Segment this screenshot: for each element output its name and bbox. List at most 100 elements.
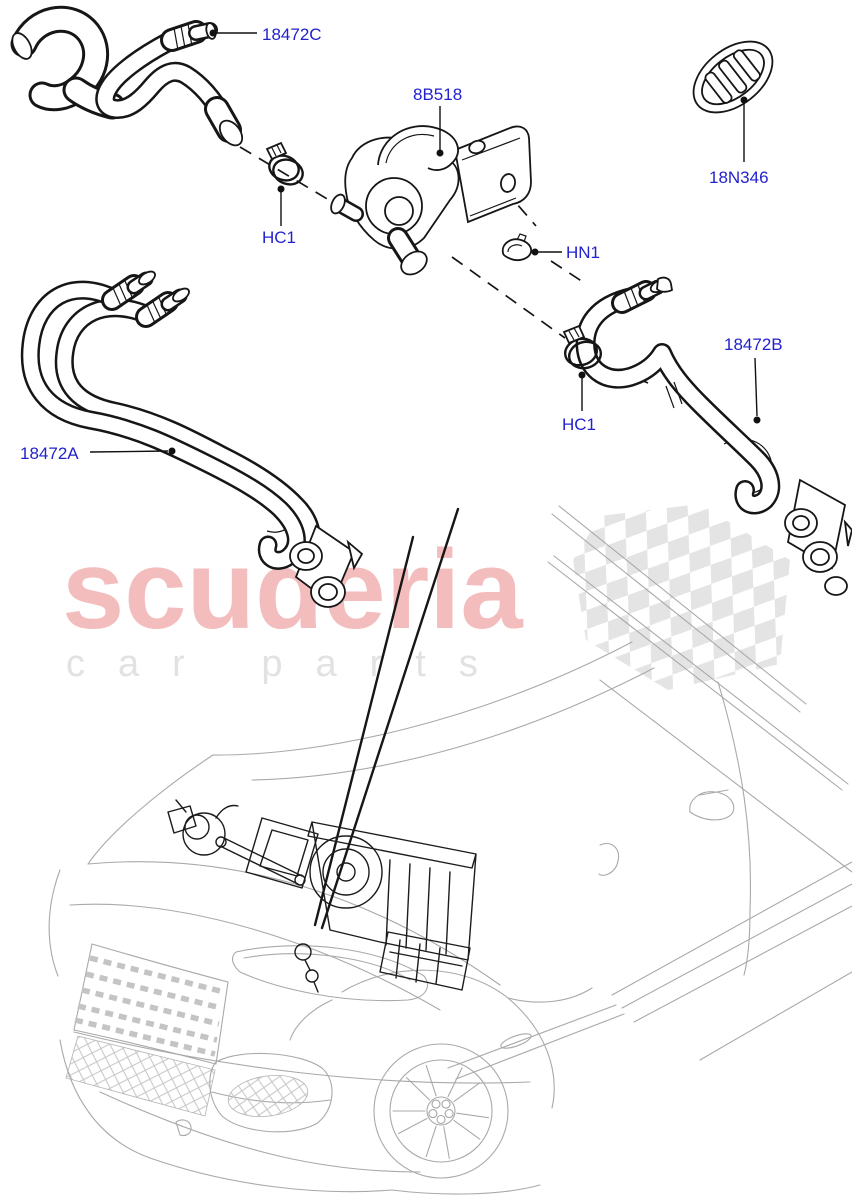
- lug: [428, 1109, 438, 1119]
- clamp-band: [272, 158, 304, 186]
- end-unit-tab: [346, 539, 364, 571]
- fitting-tab: [656, 276, 673, 293]
- leader-dot: [168, 447, 176, 455]
- elbow-open-end: [11, 32, 33, 60]
- lug: [444, 1109, 454, 1119]
- drain-fittings: [304, 959, 319, 993]
- vehicle-art: [48, 505, 852, 1195]
- aux-pump: [182, 812, 226, 856]
- left-port-open-end: [330, 193, 346, 215]
- callout-18472B: 18472B: [724, 335, 783, 424]
- hvac-unit-art: [167, 507, 477, 993]
- leader-dot: [740, 96, 748, 104]
- pipe-port-inner: [792, 515, 810, 531]
- wheel-spokes: [392, 1064, 490, 1159]
- arm-joint: [294, 874, 306, 886]
- clamp-band: [567, 340, 603, 370]
- callout-HC1-lower: HC1: [562, 371, 596, 434]
- bumper-lines: [59, 1031, 541, 1195]
- part-code-HN1[interactable]: HN1: [566, 243, 600, 262]
- tow-eye-detail: [175, 1119, 192, 1137]
- leader-dot: [753, 416, 761, 424]
- tire: [373, 1043, 509, 1179]
- main-tube-fill: [97, 34, 232, 126]
- screw-slots: [271, 144, 282, 157]
- elbow-fill: [13, 8, 107, 109]
- assembly-dashed-lines: [239, 146, 649, 384]
- pipe-port-inner: [318, 583, 338, 601]
- callout-18472A: 18472A: [20, 444, 176, 463]
- clamp-screw-housing: [265, 141, 288, 161]
- screw-slots: [568, 327, 580, 341]
- part-hose-18472A: [20, 270, 364, 608]
- part-clip-HN1: [501, 233, 533, 262]
- part-hose-18472B: [575, 276, 852, 596]
- blower-inner: [322, 848, 370, 896]
- sill-lines: [447, 861, 852, 1080]
- part-clamp-HC1-upper: [265, 141, 304, 186]
- fitting1-cap: [138, 270, 156, 286]
- part-grommet-18N346: [692, 40, 774, 114]
- belt-and-door-lines: [599, 679, 852, 976]
- location-pointer-lines: [313, 507, 460, 930]
- duct-ring: [245, 817, 319, 889]
- part-code-8B518[interactable]: 8B518: [413, 85, 462, 104]
- part-code-18472B[interactable]: 18472B: [724, 335, 783, 354]
- leader-dot: [578, 371, 586, 379]
- bracket-slot: [500, 173, 516, 193]
- lug: [441, 1099, 451, 1109]
- callout-18472C: 18472C: [209, 25, 322, 44]
- clip-body: [501, 238, 533, 262]
- lug: [436, 1114, 446, 1125]
- hvac-lower-frame: [379, 931, 471, 991]
- grille-outline: [73, 943, 229, 1065]
- arm-joint: [215, 836, 227, 848]
- pipe-port-inner: [810, 548, 830, 566]
- part-clamp-HC1-lower: [562, 324, 603, 370]
- leader-line: [754, 357, 758, 417]
- top-strap: [377, 125, 459, 171]
- sill-trim-detail: [500, 1033, 532, 1049]
- part-code-HC1[interactable]: HC1: [562, 415, 596, 434]
- tube-fill: [578, 289, 778, 512]
- leader-dot: [436, 149, 444, 157]
- wheel-hub: [426, 1096, 456, 1126]
- callout-HN1: HN1: [531, 243, 600, 262]
- strap-inner-line: [385, 133, 435, 164]
- bottom-port-open-end: [400, 250, 428, 276]
- lug: [431, 1099, 441, 1109]
- bracket-hole: [468, 139, 486, 155]
- fitting2-cap: [172, 287, 190, 303]
- clamp-band: [268, 154, 300, 182]
- door-handle: [689, 789, 735, 821]
- part-code-18472A[interactable]: 18472A: [20, 444, 79, 463]
- checkered-flag-watermark: [573, 504, 790, 690]
- roof-lines: [547, 505, 849, 791]
- open-end: [218, 119, 244, 147]
- end-cap: [824, 576, 848, 596]
- drain-port: [305, 969, 319, 983]
- pump-bracket: [167, 799, 239, 834]
- part-code-18N346[interactable]: 18N346: [709, 168, 769, 187]
- bracket-bend-lines: [461, 137, 521, 217]
- side-mirror: [598, 843, 620, 876]
- drain-port: [294, 943, 312, 961]
- a-pillar-windshield: [87, 641, 655, 865]
- blower-housing: [309, 835, 383, 909]
- clip-inner-line: [507, 244, 523, 253]
- grommet-rib: [718, 59, 748, 94]
- part-code-HC1[interactable]: HC1: [262, 228, 296, 247]
- tube2-fill: [57, 300, 319, 552]
- part-valve-8B518: [330, 125, 532, 276]
- aux-pump-cap: [184, 814, 210, 840]
- leader-dot: [209, 29, 217, 37]
- leader-dot: [531, 248, 539, 256]
- watermark: scuderia car parts: [62, 504, 790, 690]
- part-code-18472C[interactable]: 18472C: [262, 25, 322, 44]
- grommet-rib: [732, 49, 761, 82]
- callout-HC1-upper: HC1: [262, 185, 296, 247]
- clip-tab: [516, 233, 527, 243]
- pipe-port-inner: [297, 548, 315, 564]
